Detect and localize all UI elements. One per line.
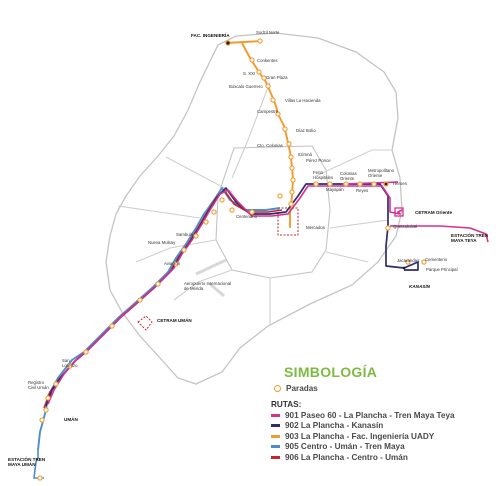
legend-route-901-label: 901 Paseo 60 - La Plancha - Tren Maya Te… — [285, 411, 455, 421]
legend-route-901: 901 Paseo 60 - La Plancha - Tren Maya Te… — [262, 410, 494, 420]
label-sambula: Sambulá — [176, 232, 194, 237]
route-905-station-loop — [33, 450, 44, 479]
legend-stops-label: Paradas — [286, 383, 318, 393]
stop-icon — [274, 384, 281, 392]
label-itzimna: Itzimná — [298, 152, 312, 157]
route-901-east-branch — [341, 181, 399, 185]
label-parque-principal: Parque Principal — [426, 267, 458, 272]
label-villas-la-hacienda: Villas La Hacienda — [285, 98, 321, 103]
stop-sodzil-norte — [257, 38, 263, 44]
label-cementerio: Cementerio — [425, 257, 448, 262]
centro-area — [277, 207, 299, 236]
label-campestre: Campestre — [257, 109, 279, 114]
stop-campestre — [275, 111, 281, 117]
stop-gran-plaza — [261, 75, 267, 81]
route-905-swatch — [271, 445, 280, 449]
route-906-line — [43, 189, 283, 409]
label-mayapan: Mayapán — [326, 187, 344, 192]
label-cto-colonias: Cto. Colonias — [257, 143, 283, 148]
stop-perez-ponce — [289, 165, 295, 171]
legend: SIMBOLOGÍA Paradas RUTAS: 901 Paseo 60 -… — [262, 364, 494, 462]
legend-route-903-label: 903 La Plancha - Fac. Ingeniería UADY — [285, 431, 435, 441]
label-mercados: Mercados — [306, 225, 325, 230]
label-jacarandas: Jacarandas — [397, 258, 419, 263]
label-cetram-oriente: CETRAM Oriente — [415, 210, 452, 215]
legend-route-905-label: 905 Centro - Umán - Tren Maya — [285, 442, 405, 452]
label-s-xxi: S. XXI — [243, 71, 255, 76]
stop-conkentes — [249, 57, 255, 63]
label-quetzalcoatl: Quetzalcóatl — [393, 224, 417, 229]
terminal-stops — [226, 41, 406, 270]
label-diaz-bolio: Díaz Bolio — [296, 128, 316, 133]
cetram-uman-area — [137, 315, 153, 331]
label-reyes: Reyes — [356, 188, 368, 193]
stop-itzimna — [288, 154, 294, 160]
legend-route-902: 902 La Plancha - Kanasín — [262, 421, 494, 431]
label-perez-ponce: Pérez Ponce — [306, 158, 331, 163]
stop-cto-colonias — [286, 141, 292, 147]
city-boundary — [105, 32, 403, 385]
route-901-swatch — [271, 414, 280, 418]
legend-route-905: 905 Centro - Umán - Tren Maya — [262, 442, 494, 452]
label-avicacion: Aviación — [164, 261, 181, 266]
legend-routes-heading: RUTAS: — [271, 400, 302, 410]
label-fac-ingenieria: FAC. INGENIERÍA — [191, 31, 230, 38]
legend-stops: Paradas — [273, 383, 494, 393]
stop-diaz-bolio — [282, 126, 288, 132]
label-cetram-uman: CETRAM UMÁN — [157, 317, 192, 323]
label-kanasin: KANASÍN — [409, 283, 431, 289]
route-903-swatch — [271, 434, 280, 438]
stop-boxcalo — [265, 83, 271, 89]
route-901-line — [47, 185, 489, 405]
label-gran-plaza: Gran Plaza — [266, 75, 288, 80]
label-centenario: Centenario — [236, 214, 258, 219]
label-boxcalo-guerrero: Boxcalo Guerrero — [229, 84, 263, 89]
stop-villas — [270, 97, 276, 103]
streets — [117, 81, 392, 326]
label-heroes: Héroes — [393, 181, 407, 186]
label-nueva-mulsay: Nueva Mulsay — [148, 240, 176, 245]
legend-route-906-label: 906 La Plancha - Centro - Umán — [285, 452, 408, 462]
route-902-swatch — [271, 424, 280, 428]
cetram-oriente-marker — [394, 207, 404, 217]
legend-route-902-label: 902 La Plancha - Kanasín — [285, 421, 384, 431]
stop-sxxi — [256, 69, 262, 75]
legend-route-903: 903 La Plancha - Fac. Ingeniería UADY — [262, 431, 494, 441]
route-906-swatch — [271, 455, 280, 459]
label-conkentes: Conkentes — [257, 58, 278, 63]
legend-route-906: 906 La Plancha - Centro - Umán — [262, 452, 494, 462]
label-sodzil-norte: Sodzil Norte — [256, 30, 280, 35]
label-uman: UMÁN — [64, 416, 78, 422]
legend-title: SIMBOLOGÍA — [284, 364, 378, 380]
inner-ring-road — [215, 145, 331, 279]
route-stops — [37, 38, 427, 481]
